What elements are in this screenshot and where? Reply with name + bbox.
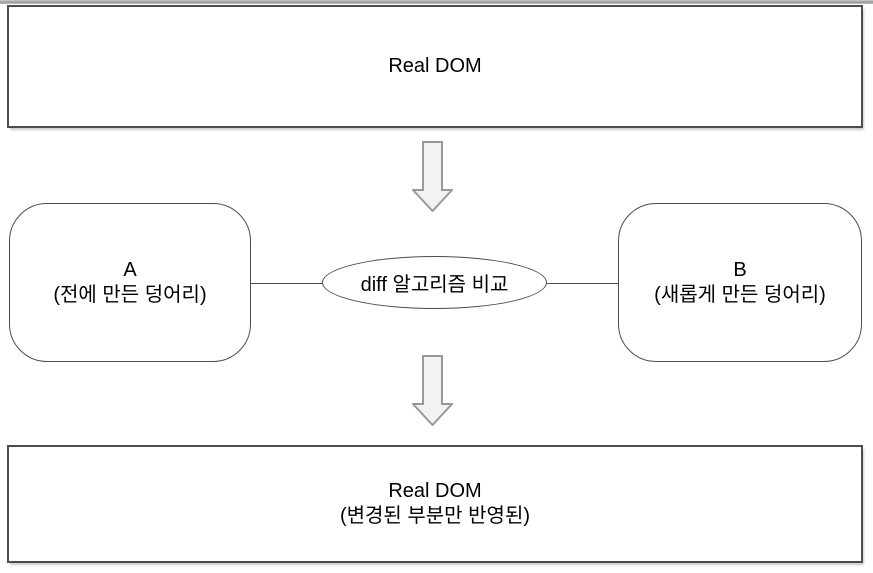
connector-a-to-diff (251, 283, 322, 284)
chunk-a-box: A (전에 만든 덩어리) (9, 203, 251, 362)
down-arrow-shape (412, 141, 453, 212)
down-arrow-icon (412, 141, 453, 212)
chunk-b-box: B (새롭게 만든 덩어리) (618, 203, 862, 362)
down-arrow-icon (412, 355, 453, 426)
real-dom-bottom-box: Real DOM (변경된 부분만 반영된) (7, 445, 863, 563)
chunk-a-title: A (123, 258, 137, 281)
chunk-a-subtitle: (전에 만든 덩어리) (53, 283, 207, 306)
chunk-b-subtitle: (새롭게 만든 덩어리) (654, 283, 826, 306)
diff-algorithm-ellipse: diff 알고리즘 비교 (322, 256, 547, 309)
connector-diff-to-b (547, 283, 618, 284)
chunk-b-title: B (733, 258, 747, 281)
real-dom-bottom-title: Real DOM (388, 480, 482, 502)
top-edge-divider (0, 0, 873, 4)
real-dom-top-label: Real DOM (388, 55, 482, 77)
real-dom-top-box: Real DOM (7, 5, 863, 128)
real-dom-bottom-subtitle: (변경된 부분만 반영된) (339, 505, 531, 527)
down-arrow-shape (412, 355, 453, 426)
diff-algorithm-label: diff 알고리즘 비교 (360, 274, 509, 296)
